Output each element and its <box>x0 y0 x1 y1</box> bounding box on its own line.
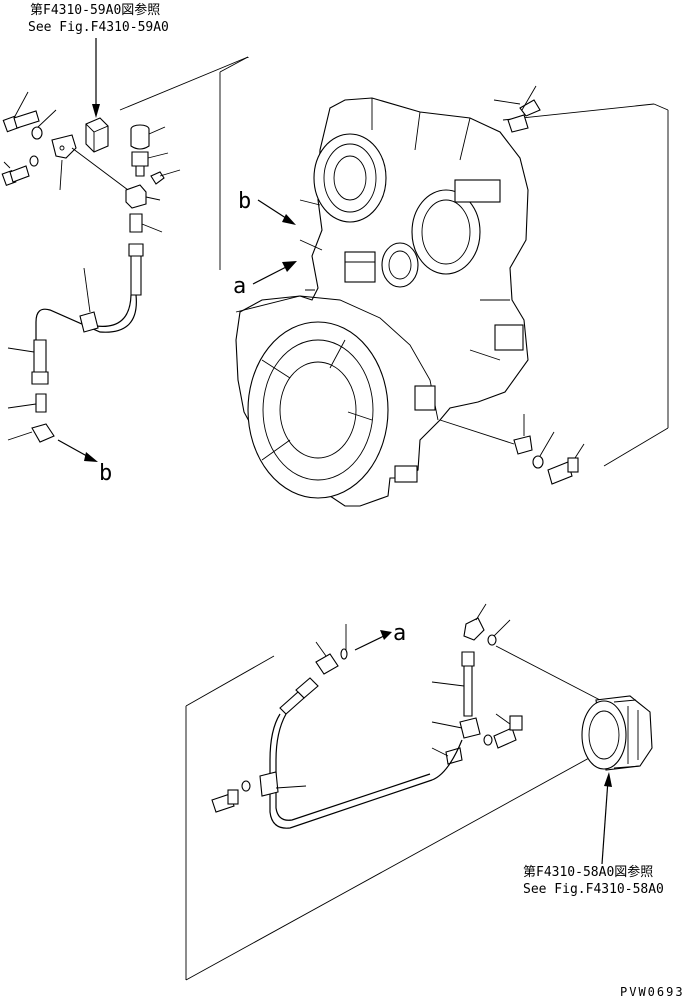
case-right-fittings <box>439 85 585 485</box>
transmission-case <box>235 97 529 507</box>
top-reference-english: See Fig.F4310-59A0 <box>28 20 169 35</box>
lower-group-fittings <box>211 603 601 829</box>
arrow-a-lower <box>354 630 392 651</box>
top-reference-japanese: 第F4310-59A0図参照 <box>30 2 160 18</box>
arrow-b-upper <box>257 199 296 225</box>
connection-label-a-upper: a <box>233 274 246 299</box>
bottom-reference-japanese: 第F4310-58A0図参照 <box>523 864 653 880</box>
arrow-b-lower <box>57 439 98 462</box>
coupling-assembly <box>581 695 653 771</box>
drawing-code: PVW0693 <box>620 985 685 999</box>
bottom-reference-arrow <box>601 772 612 865</box>
arrow-a-upper <box>252 261 297 285</box>
connection-label-a-lower: a <box>393 621 406 646</box>
upper-group-frame <box>119 56 669 467</box>
upper-left-fittings <box>1 91 181 443</box>
connection-label-b-lower: b <box>99 461 112 486</box>
bottom-reference-english: See Fig.F4310-58A0 <box>523 882 664 897</box>
top-reference-arrow <box>92 38 100 118</box>
connection-label-b-upper: b <box>238 189 251 214</box>
lower-group-frame <box>185 655 601 981</box>
